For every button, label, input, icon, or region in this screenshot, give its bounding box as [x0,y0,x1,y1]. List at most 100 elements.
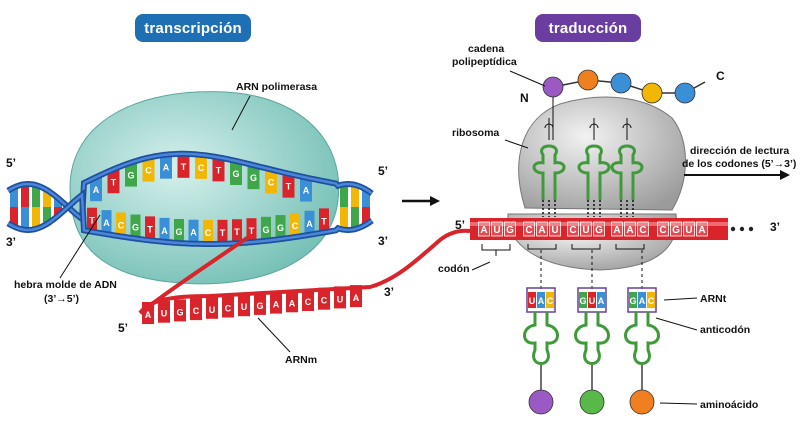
anticodon-box [577,287,607,313]
mrna-base [254,292,266,315]
label-reading-direction-line2: de los codones (5’→3’) [682,158,796,170]
anticodon-box [627,287,657,313]
anticodon-base [629,292,637,308]
codon-base [611,221,623,237]
mrna-base [206,296,218,319]
transcription-header: transcripción [135,14,251,42]
label-ribosome: ribosoma [452,127,499,139]
dna-base [282,173,295,198]
trna-in-ribosome [577,144,611,200]
dna-base [54,198,62,207]
dna-base [32,185,40,207]
codon-letter: A [698,225,705,236]
dna-base-letter: G [250,173,257,183]
dna-base [304,210,315,235]
codon-base [670,221,682,237]
codon-base [657,221,669,237]
trna-acceptor [622,118,632,140]
dna-base [275,215,286,240]
label-template-direction: (3’→5’) [44,293,79,305]
dna-base-letter: G [175,227,182,237]
dna-base-letter: T [147,224,153,234]
codon-base [491,221,503,237]
label-chain-line1: cadena [468,43,504,55]
dna-base [232,219,242,244]
label-aminoacid: aminoácido [700,399,758,411]
codon-letter: C [639,225,646,236]
codon-base [637,221,649,237]
trna-in-ribosome [532,144,566,200]
dna-base [195,154,207,179]
label-mrna: ARNm [285,354,317,366]
dna-base [351,184,359,207]
label-trna: ARNt [700,293,727,305]
codon-letter: A [626,225,633,236]
dna-base [290,213,300,238]
dna-base [116,212,126,237]
anticodon-base [528,292,536,308]
amino-acid-bead [610,72,632,94]
dna-base-letter: A [190,228,197,238]
codon-base [696,221,708,237]
mrna-base-letter: C [321,296,328,306]
dna-base [246,218,257,243]
arrow-right-icon [402,196,440,206]
mrna-base [190,298,202,321]
codon-brace [571,244,601,250]
dna-base-letter: A [161,226,168,236]
label-reading-direction-line1: dirección de lectura [690,145,789,157]
trna-free [574,312,610,365]
dna-base [54,207,62,216]
amino-acid-bead [674,82,696,104]
mrna-base-letter: U [161,309,168,319]
dna-base [160,154,172,179]
mrna-base-letter: C [305,297,312,307]
dna-base-letter: T [249,226,255,236]
anticodon-base [597,292,605,308]
codon-letter: C [569,225,576,236]
dna-base [125,162,137,187]
codon-base [536,221,548,237]
dna-base-letter: A [303,186,310,196]
codon-letter: U [582,225,589,236]
dna-template-strand-highlight [7,192,373,246]
dna-base-letter: A [93,185,100,195]
codon-base [593,221,605,237]
anticodon-base [647,292,655,308]
mrna-left-end: 5’ [118,321,128,335]
mrna-base [222,295,234,318]
dna-base [261,216,271,241]
mrna-base [158,300,170,323]
continuation-dot [730,226,736,232]
mrna-base-letter: A [353,293,360,303]
dna-base [10,207,18,227]
codon-letter: U [551,225,558,236]
dna-base-letter: C [198,163,205,173]
anticodon-letter: A [639,296,646,306]
anticodon-letter: U [589,296,596,306]
dna-base-letter: G [127,171,134,181]
codon-base [549,221,561,237]
dna-base [177,153,190,178]
mrna-base-letter: C [193,306,200,316]
amino-acid-bead [577,69,599,91]
ribo-mrna-left-end: 5’ [455,218,465,232]
codon-letter: G [595,225,603,236]
dna-base-letter: C [292,221,299,231]
anticodon-letter: G [579,296,586,306]
mrna-backbone [138,228,471,315]
dna-base [212,157,225,182]
dna-base [340,184,348,207]
mrna-base [238,294,250,317]
dna-base-letter: T [111,177,117,187]
dna-base-letter: T [181,162,187,172]
aminoacid [579,389,605,415]
dna-base [107,169,120,194]
dna-base [21,207,29,230]
dna-base-letter: C [118,220,125,230]
continuation-dot [739,226,745,232]
codon-base [478,221,490,237]
